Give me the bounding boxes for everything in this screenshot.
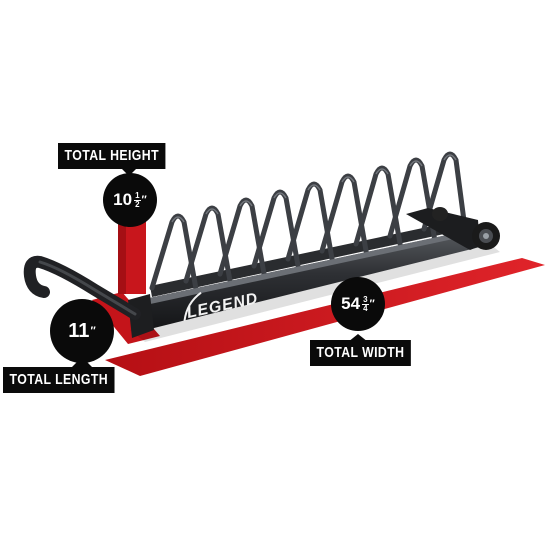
- total-width-label: TOTAL WIDTH: [310, 340, 411, 366]
- width-fraction-den: 4: [363, 303, 368, 313]
- wheel: [472, 222, 500, 250]
- length-unit: ″: [90, 325, 96, 337]
- width-floor-strip: [105, 258, 545, 376]
- width-badge: [331, 277, 385, 331]
- height-unit: ″: [141, 194, 147, 206]
- height-fraction-den: 2: [135, 199, 140, 209]
- height-fraction-num: 1: [134, 190, 141, 201]
- front-rail: [140, 228, 484, 330]
- left-end-cap: [128, 294, 154, 338]
- right-end-bracket: [406, 208, 480, 250]
- length-whole: 11: [68, 320, 90, 342]
- total-length-label: TOTAL LENGTH: [3, 367, 115, 393]
- total-height-label: TOTAL HEIGHT: [58, 143, 166, 169]
- length-dimension: 11″: [52, 316, 112, 346]
- width-whole: 54: [341, 294, 361, 313]
- width-fraction-num: 3: [362, 294, 369, 305]
- length-badge: [50, 299, 114, 363]
- width-unit: ″: [369, 298, 375, 310]
- height-badge: [103, 173, 157, 227]
- height-whole: 10: [113, 190, 133, 209]
- tow-handle: [23, 255, 141, 320]
